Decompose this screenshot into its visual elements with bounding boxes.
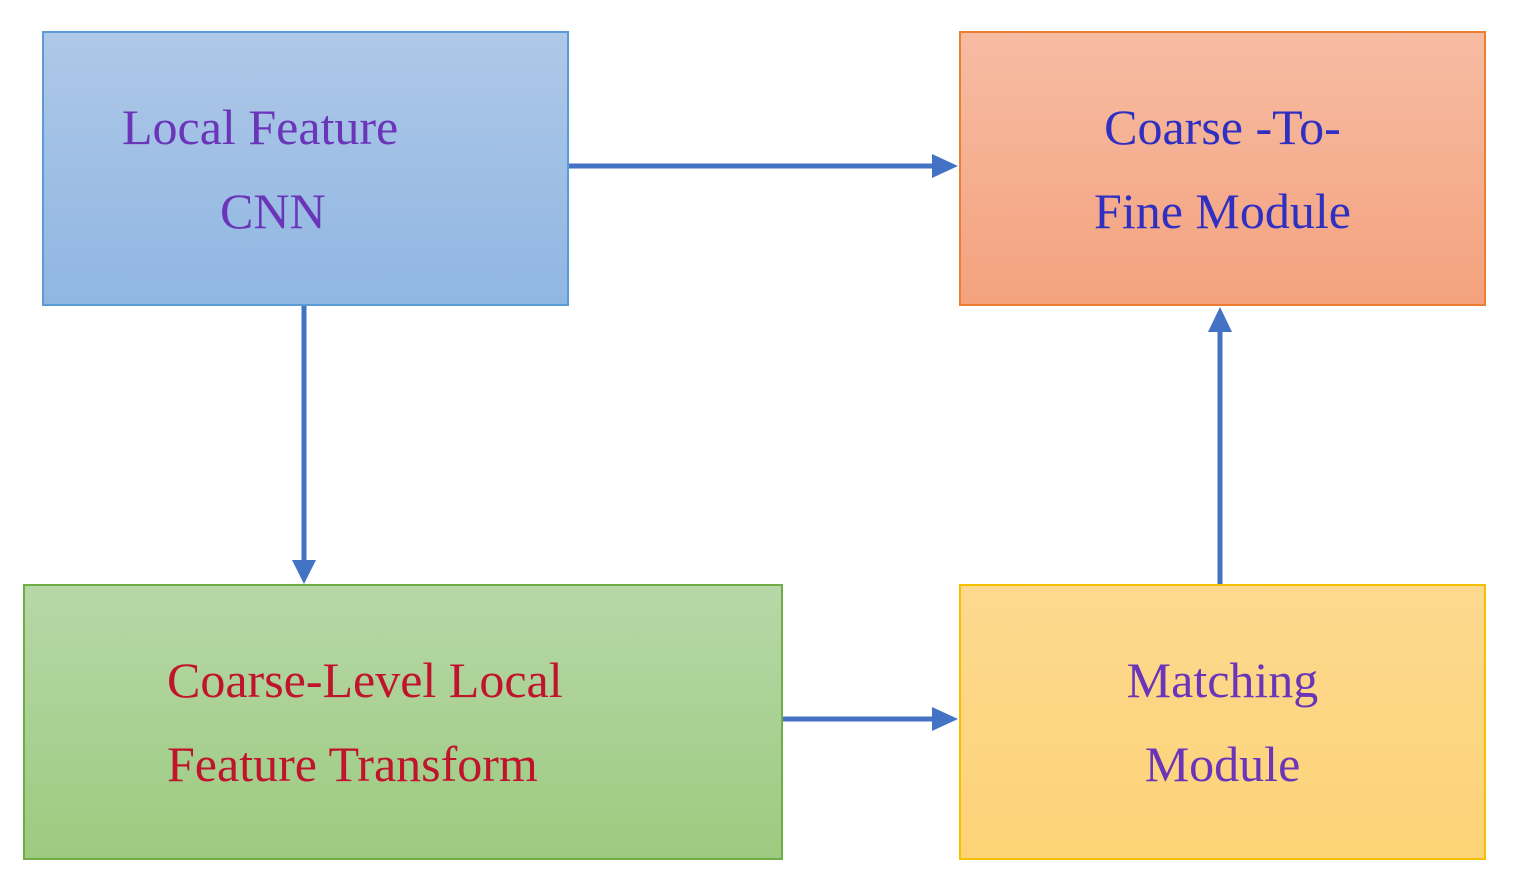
edge-matching-to-coarse-to-fine	[1208, 307, 1232, 584]
node-label-line: Fine Module	[1094, 182, 1351, 239]
node-coarse-to-fine-module: Coarse -To- Fine Module	[959, 31, 1486, 306]
edge-transform-to-matching	[783, 707, 958, 731]
node-local-feature-cnn: Local Feature CNN	[42, 31, 569, 306]
node-label-line: Local Feature	[122, 98, 399, 155]
node-label-line: Matching	[1126, 652, 1319, 708]
node-label-line: Coarse-Level Local	[167, 652, 563, 708]
node-label-line: Coarse -To-	[1104, 98, 1341, 155]
edge-cnn-to-transform	[292, 306, 316, 584]
node-label-line: Feature Transform	[167, 736, 538, 792]
edge-cnn-to-coarse-to-fine	[569, 154, 958, 178]
node-label-line: Module	[1144, 736, 1301, 792]
node-coarse-level-local-feature-transform: Coarse-Level Local Feature Transform	[23, 584, 783, 860]
node-matching-module: Matching Module	[959, 584, 1486, 860]
node-label-line: CNN	[220, 182, 326, 239]
